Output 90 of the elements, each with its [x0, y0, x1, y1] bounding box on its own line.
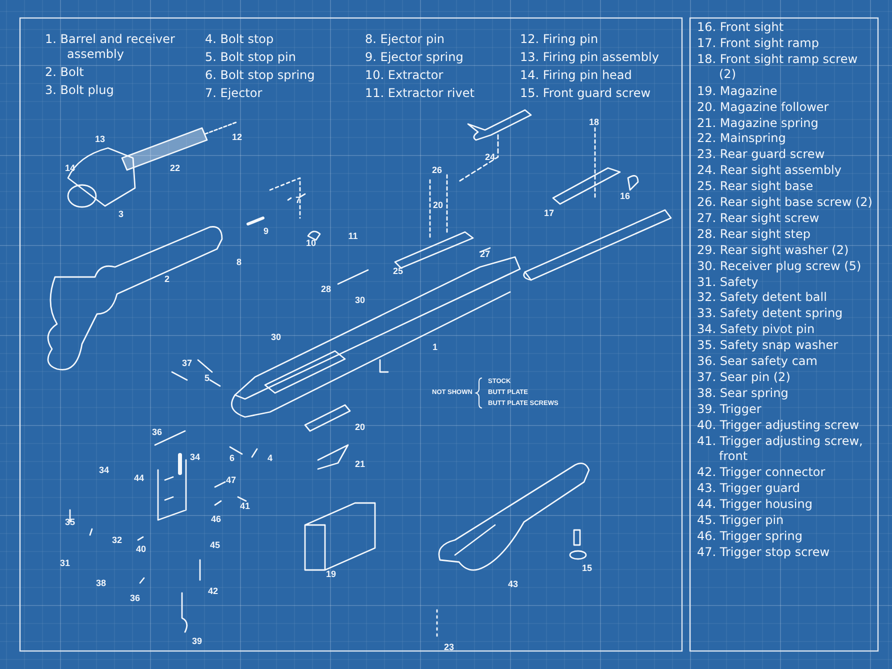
callout-number: 21	[355, 459, 365, 469]
parts-list-entry: 12. Firing pin	[520, 32, 600, 47]
callout-number: 17	[544, 208, 554, 218]
callout-number: 20	[433, 200, 443, 210]
parts-list-entry: 17. Front sight ramp	[697, 36, 820, 52]
callout-number: 30	[271, 332, 281, 342]
callout-number: 23	[444, 642, 454, 652]
callout-number: 31	[60, 558, 70, 568]
parts-list-entry: 25. Rear sight base	[697, 179, 814, 194]
callout-number: 28	[321, 284, 331, 294]
parts-list-entry: 39. Trigger	[697, 402, 762, 418]
callout-number: 15	[582, 563, 592, 573]
parts-list-entry: 6. Bolt stop spring	[205, 68, 316, 83]
parts-list-entry: 13. Firing pin assembly	[520, 50, 660, 65]
callout-number: 34	[99, 465, 109, 475]
parts-list-entry: 19. Magazine	[697, 84, 778, 100]
callout-number: 32	[112, 535, 122, 545]
callout-number: 1	[432, 342, 438, 352]
callout-number: 36	[152, 427, 162, 437]
callout-number: 43	[508, 579, 518, 589]
parts-list-entry: 3. Bolt plug	[45, 83, 115, 98]
parts-list-entry: 35. Safety snap washer	[697, 338, 840, 354]
callout-number: 44	[134, 473, 144, 483]
parts-list-entry: 26. Rear sight base screw (2)	[697, 195, 874, 210]
parts-list-entry: 47. Trigger stop screw	[697, 544, 831, 560]
callout-number: 24	[485, 152, 495, 162]
parts-list-entry: 30. Receiver plug screw (5)	[697, 258, 862, 274]
callout-number: 20	[355, 422, 365, 432]
callout-number: 2	[164, 274, 170, 284]
parts-list-entry: 20. Magazine follower	[697, 100, 830, 115]
parts-list-entry: 29. Rear sight washer (2)	[697, 242, 850, 258]
parts-list-entry: 22. Mainspring	[697, 131, 787, 147]
callout-number: 19	[326, 569, 336, 579]
callout-number: 16	[620, 191, 630, 201]
callout-number: 38	[96, 578, 106, 588]
callout-number: 13	[95, 134, 105, 144]
parts-list-entry: 33. Safety detent spring	[697, 306, 844, 322]
callout-number: 12	[232, 132, 242, 142]
callout-number: 46	[211, 514, 221, 524]
parts-list-entry: 27. Rear sight screw	[697, 210, 820, 226]
parts-list-entry: 21. Magazine spring	[697, 116, 820, 131]
callout-number: 36	[130, 593, 140, 603]
parts-list-entry: 46. Trigger spring	[697, 529, 804, 544]
parts-list-entry: 24. Rear sight assembly	[697, 163, 842, 179]
callout-number: 7	[296, 195, 300, 205]
parts-list-entry: 23. Rear guard screw	[697, 147, 826, 163]
callout-number: 30	[355, 295, 365, 305]
callout-number: 42	[208, 586, 218, 596]
callout-number: 5	[204, 373, 210, 383]
callout-number: 41	[240, 501, 250, 511]
parts-list-entry: 37. Sear pin (2)	[697, 370, 792, 386]
callout-number: 3	[118, 209, 124, 219]
parts-list-entry: 18. Front sight ramp screw (2)	[697, 52, 859, 83]
callout-number: 37	[182, 358, 192, 368]
parts-list-entry: 14. Firing pin head	[520, 68, 633, 83]
parts-list-entry: 34. Safety pivot pin	[697, 322, 816, 338]
parts-list-entry: 28. Rear sight step	[697, 226, 812, 242]
callout-number: 8	[236, 257, 242, 267]
callout-number: 45	[210, 540, 220, 550]
callout-number: 34	[190, 452, 200, 462]
parts-list-entry: 44. Trigger housing	[697, 497, 814, 513]
callout-number: 10	[306, 238, 316, 248]
callout-number: 35	[65, 517, 75, 527]
callout-number: 9	[264, 226, 268, 236]
parts-list-entry: 16. Front sight	[697, 20, 785, 36]
parts-list-entry: 38. Sear spring	[697, 386, 790, 402]
parts-list-entry: 42. Trigger connector	[697, 465, 826, 481]
callout-number: 40	[136, 544, 146, 554]
parts-list-entry: 41. Trigger adjusting screw, front	[697, 434, 864, 464]
parts-list-entry: 31. Safety	[697, 274, 760, 290]
parts-list-entry: 15. Front guard screw	[520, 86, 652, 101]
parts-list-entry: 43. Trigger guard	[697, 481, 802, 497]
parts-list-entry: 5. Bolt stop pin	[205, 50, 297, 65]
callout-number: 47	[226, 475, 236, 485]
callout-number: 4	[268, 453, 272, 463]
parts-list-entry: 32. Safety detent ball	[697, 290, 828, 306]
callout-number: 25	[393, 266, 403, 276]
callout-number: 6	[230, 453, 234, 463]
parts-list-entry: 7. Ejector	[205, 86, 264, 101]
parts-list-entry: 45. Trigger pin	[697, 513, 785, 528]
parts-list-entry: 4. Bolt stop	[205, 32, 275, 47]
callout-number: 18	[589, 117, 599, 127]
parts-list-entry: 2. Bolt	[45, 65, 85, 80]
parts-list-entry: 40. Trigger adjusting screw	[697, 418, 860, 433]
callout-number: 26	[432, 165, 442, 175]
callout-number: 11	[348, 231, 358, 241]
parts-list-entry: 1. Barrel and receiver assembly	[45, 32, 176, 62]
callout-number: 39	[192, 636, 202, 646]
callout-number: 22	[170, 163, 180, 173]
parts-list-entry: 36. Sear safety cam	[697, 354, 818, 370]
